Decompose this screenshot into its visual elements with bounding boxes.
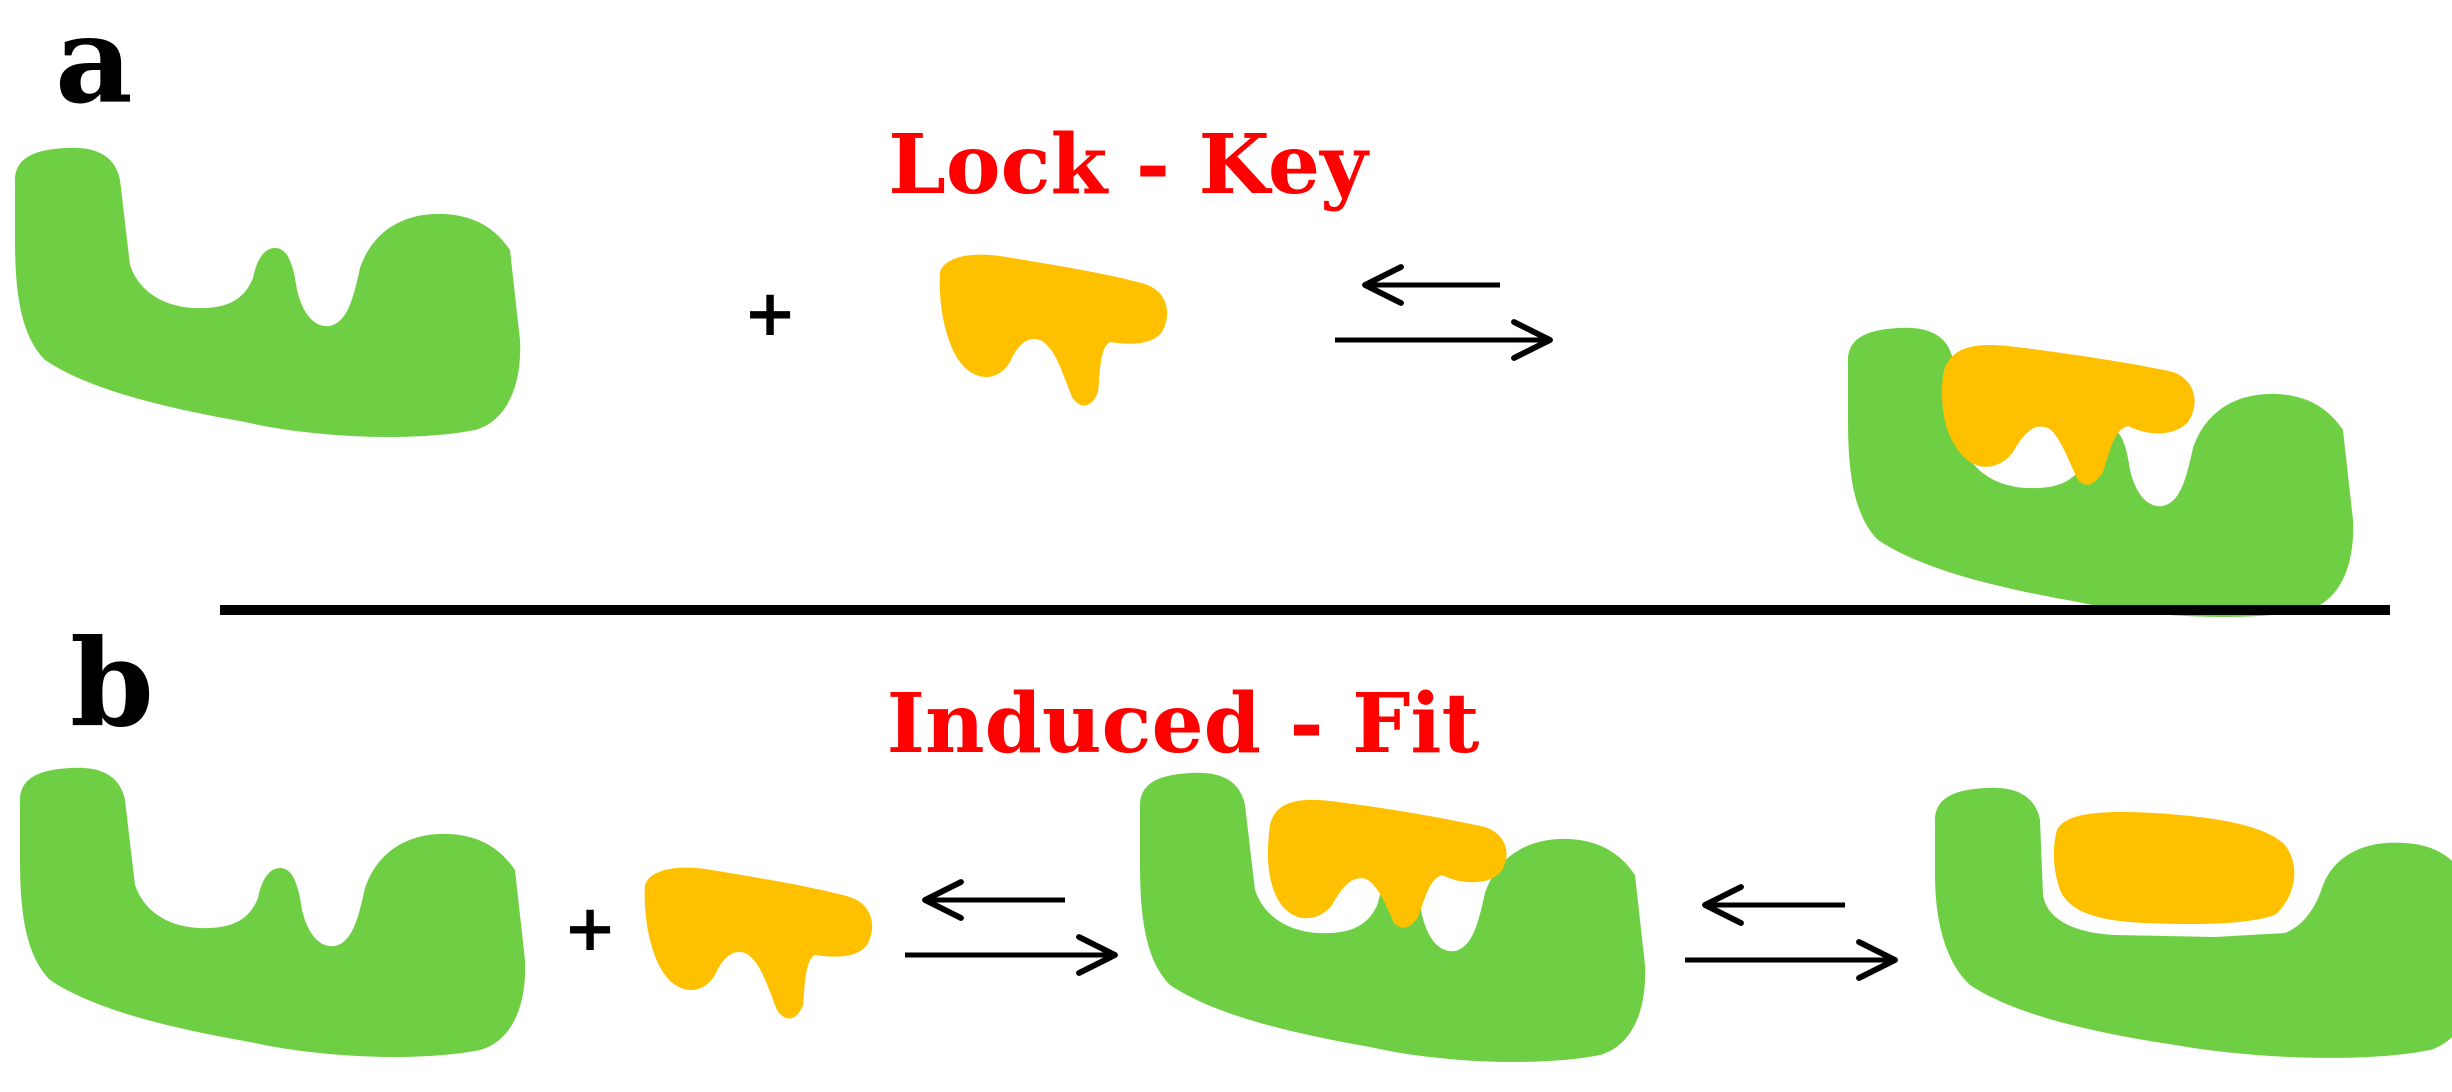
complex-a-substrate <box>1941 345 2195 485</box>
substrate-b <box>644 867 873 1019</box>
enzyme-free-a <box>14 147 521 437</box>
complex-b-final <box>1934 787 2452 1058</box>
final-substrate <box>2053 811 2295 925</box>
complex-b-intermediate <box>1139 772 1646 1062</box>
plus-sign-a: + <box>743 277 797 351</box>
panel-a-letter: a <box>55 0 133 131</box>
panel-b-letter: b <box>70 613 154 754</box>
plus-sign-b: + <box>563 892 617 966</box>
substrate-a <box>939 254 1168 406</box>
enzyme-free-b <box>19 767 526 1057</box>
panel-b-title: Induced - Fit <box>887 676 1480 772</box>
complex-a <box>1847 327 2354 617</box>
panel-a-title: Lock - Key <box>888 117 1370 213</box>
complex-b-substrate <box>1267 799 1507 928</box>
